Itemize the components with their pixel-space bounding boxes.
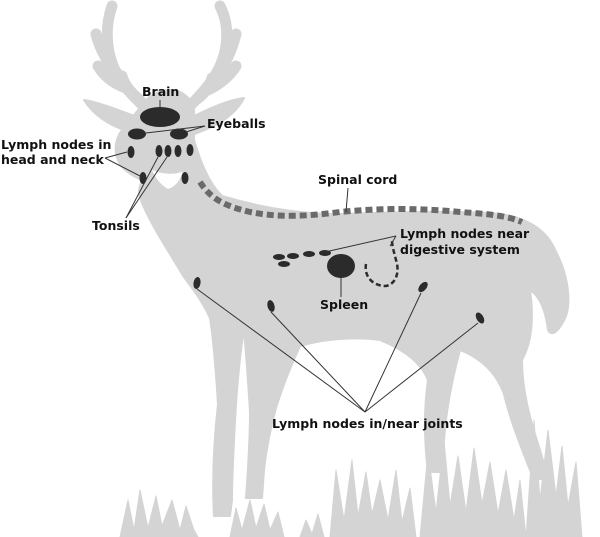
deer-muzzle [149,167,185,191]
label-spleen: Spleen [320,297,368,312]
spinal-cord [197,180,524,225]
grass [119,419,583,537]
label-lymph-joints: Lymph nodes in/near joints [272,416,463,431]
tonsils-leader-1 [125,156,159,219]
label-lymph-digestive-2: digestive system [400,242,520,257]
digestive-node-2 [287,253,299,259]
deer-silhouette [83,0,583,537]
joint-node-2 [267,300,275,312]
right-antler [180,0,242,116]
left-eyeball [128,128,146,140]
left-antler [90,0,156,118]
digestive-leader-1 [324,235,397,253]
tonsil-2 [164,145,172,157]
leader-lines [104,100,479,413]
digestive-loop [364,239,399,288]
head-neck-node-2 [186,144,194,156]
label-lymph-head-neck-1: Lymph nodes in [1,137,111,152]
digestive-node-1 [273,254,285,260]
label-tonsils: Tonsils [92,218,140,233]
brain [140,107,180,127]
joint-node-1 [193,277,201,289]
joints-leader-3 [364,292,422,413]
digestive-leader-2 [389,235,397,247]
head-neck-node-1 [127,146,135,158]
tonsil-3 [174,145,182,157]
head-neck-leader-1 [104,151,128,159]
digestive-node-3 [303,251,315,257]
label-brain: Brain [142,84,179,99]
organs [127,107,485,324]
spleen [327,254,355,278]
label-spinal-cord: Spinal cord [318,172,397,187]
right-eyeball [170,128,188,140]
eyeballs-leader-1 [145,125,206,134]
digestive-node-5 [278,261,290,267]
eyeballs-leader-2 [185,125,206,133]
head-neck-leader-2 [104,157,141,177]
head-neck-node-4 [181,172,189,184]
label-lymph-digestive-1: Lymph nodes near [400,226,530,241]
joint-node-4 [475,312,485,324]
joints-leader-2 [270,311,366,413]
joint-node-3 [418,281,428,293]
joints-leader-1 [196,288,366,413]
spinal-leader [345,187,349,213]
label-eyeballs: Eyeballs [207,116,266,131]
tonsil-1 [155,145,163,157]
label-lymph-head-neck-2: head and neck [1,152,105,167]
tonsils-leader-2 [125,156,168,219]
labels: Brain Eyeballs Lymph nodes in head and n… [1,84,530,431]
right-ear [189,97,245,135]
head-neck-node-3 [139,172,147,184]
joints-leader-4 [364,322,479,413]
